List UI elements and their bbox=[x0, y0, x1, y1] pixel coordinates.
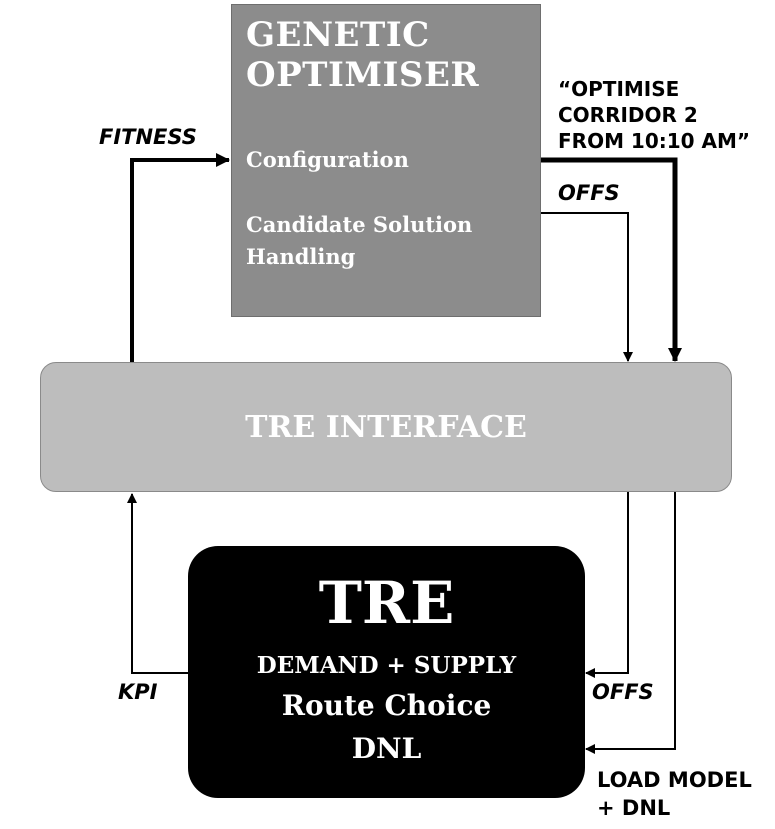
tre-box: TRE DEMAND + SUPPLY Route Choice DNL bbox=[188, 546, 585, 798]
candidate-line2: Handling bbox=[246, 244, 356, 269]
load-model-label: LOAD MODEL + DNL bbox=[597, 768, 752, 820]
kpi-arrow bbox=[127, 493, 188, 674]
fitness-label: FITNESS bbox=[99, 125, 197, 149]
tre-title: TRE bbox=[318, 569, 455, 637]
optimise-command-label: “OPTIMISE CORRIDOR 2 FROM 10:10 AM” bbox=[558, 77, 751, 153]
tre-demand-supply: DEMAND + SUPPLY bbox=[256, 652, 517, 679]
kpi-label: KPI bbox=[118, 680, 158, 704]
configuration-item: Configuration bbox=[246, 147, 409, 172]
optimise-command-arrow bbox=[541, 157, 682, 362]
tre-interface-label: TRE INTERFACE bbox=[245, 409, 527, 445]
fitness-arrow bbox=[130, 153, 230, 362]
tre-interface-box: TRE INTERFACE bbox=[40, 362, 732, 492]
genetic-optimiser-box: GENETIC OPTIMISER Configuration Candidat… bbox=[231, 4, 541, 317]
genetic-optimiser-title-line1: GENETIC bbox=[246, 15, 430, 55]
load-model-arrow bbox=[585, 492, 676, 754]
offs-top-label: OFFS bbox=[558, 181, 620, 205]
candidate-line1: Candidate Solution bbox=[246, 212, 473, 237]
genetic-optimiser-title: GENETIC OPTIMISER bbox=[246, 15, 479, 95]
offs-bottom-arrow bbox=[585, 492, 629, 678]
offs-bottom-label: OFFS bbox=[592, 680, 654, 704]
offs-top-arrow bbox=[541, 212, 633, 362]
tre-dnl: DNL bbox=[351, 732, 422, 765]
tre-route-choice: Route Choice bbox=[281, 689, 492, 722]
candidate-solution-handling-item: Candidate Solution Handling bbox=[246, 209, 536, 273]
genetic-optimiser-title-line2: OPTIMISER bbox=[246, 55, 480, 95]
